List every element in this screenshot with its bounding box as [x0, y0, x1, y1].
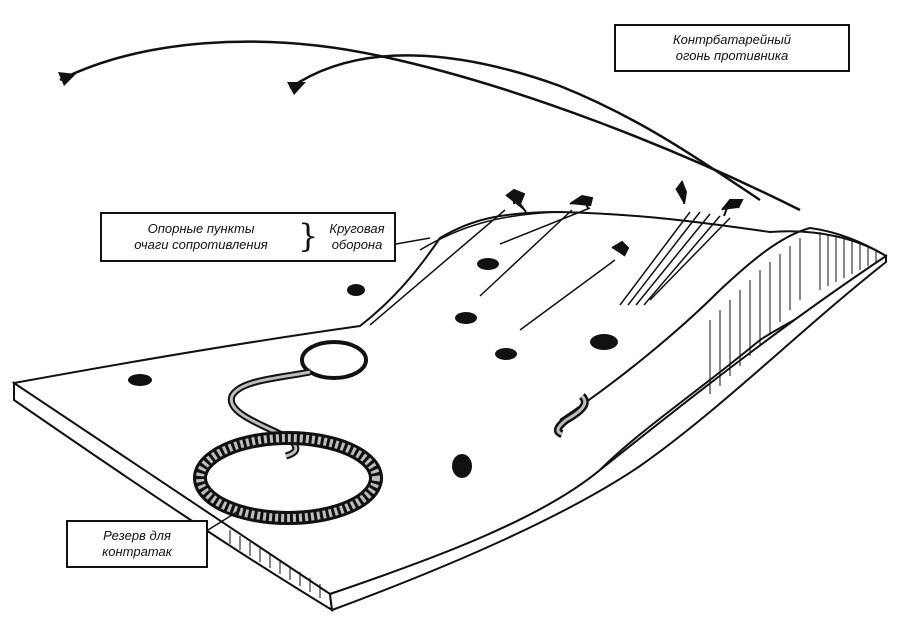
artillery-arc-1 [59, 40, 801, 212]
fire-lines [369, 207, 731, 331]
edge-hatching [229, 530, 321, 598]
strongpoints-line2: очаги сопротивления [134, 237, 268, 252]
counterbattery-line1: Контрбатарейный [672, 32, 792, 47]
counterbattery-fire-label: Контрбатарейный огонь противника [614, 24, 850, 72]
reserve-line2: контратак [102, 544, 172, 559]
all-round-line1: Круговая [329, 221, 385, 236]
brace-icon: } [298, 217, 319, 255]
crest-line [419, 211, 771, 251]
arrow-head-1 [58, 72, 76, 86]
hill-hatching [709, 232, 877, 394]
reserve-label: Резерв для контратак [66, 520, 208, 568]
counterbattery-line2: огонь противника [675, 48, 789, 63]
strongpoint-pointer [395, 237, 431, 245]
strongpoint-position [300, 340, 368, 380]
hill-slope [559, 226, 887, 421]
strongpoints-line1: Опорные пункты [147, 221, 255, 236]
foxholes [128, 258, 618, 478]
strongpoints-label: Опорные пункты очаги сопротивления } Кру… [100, 212, 396, 262]
all-round-defense-text: Круговая оборона [320, 221, 394, 253]
terrain-side-edge [328, 254, 887, 612]
artillery-arc-2 [289, 54, 761, 202]
reserve-line1: Резерв для [103, 528, 171, 543]
all-round-line2: оборона [331, 237, 383, 252]
strongpoints-text: Опорные пункты очаги сопротивления [108, 221, 294, 253]
reserve-pointer [207, 509, 241, 531]
soldiers [505, 179, 744, 257]
arrow-head-2 [287, 82, 306, 95]
terrain-front-edge [13, 381, 334, 612]
